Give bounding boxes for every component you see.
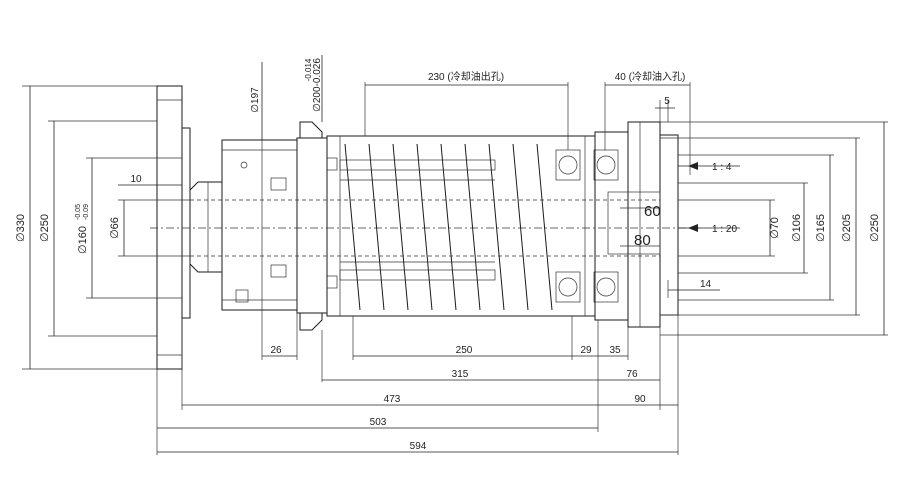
dim-26: 26 [270, 345, 282, 356]
dim-d250-left: ∅250 [39, 214, 51, 242]
dim-60: 60 [644, 203, 661, 220]
dim-230: 230 (冷却油出孔) [428, 70, 504, 83]
dim-473: 473 [384, 394, 401, 405]
dim-14: 14 [700, 279, 712, 290]
dim-35: 35 [609, 345, 621, 356]
rear-housing [594, 121, 679, 328]
dim-90: 90 [634, 394, 646, 405]
dim-d160: ∅160 [77, 226, 89, 254]
dim-80: 80 [634, 232, 651, 249]
taper-1-4: 1 : 4 [712, 162, 732, 173]
dim-d70: ∅70 [769, 217, 781, 239]
dim-5: 5 [664, 96, 670, 107]
cooling-jacket [326, 135, 596, 317]
dim-503: 503 [370, 417, 387, 428]
dim-76: 76 [626, 369, 638, 380]
dim-594: 594 [410, 441, 427, 452]
mounting-flange [296, 121, 338, 331]
helical-grooves [344, 143, 553, 311]
dim-40: 40 (冷却油入孔) [615, 70, 686, 83]
dim-d200: ∅200-0.026 [312, 58, 323, 112]
bearings [555, 149, 619, 303]
top-dims: ∅197 ∅200-0.026 -0.014 230 (冷却油出孔) 40 (冷… [250, 55, 691, 175]
left-diameter-dims: ∅330 ∅250 ∅160 -0.05 -0.09 ∅66 10 [15, 85, 190, 370]
dim-d197: ∅197 [250, 87, 261, 113]
dim-29: 29 [580, 345, 592, 356]
dim-10: 10 [130, 174, 142, 185]
dim-315: 315 [452, 369, 469, 380]
dim-d205: ∅205 [841, 214, 853, 242]
dim-d66: ∅66 [109, 217, 121, 239]
left-flange [156, 85, 191, 370]
dim-d200-tol: -0.014 [304, 58, 313, 81]
dim-d160-tol-lower: -0.09 [83, 204, 90, 220]
dim-d250-right: ∅250 [869, 214, 881, 242]
right-dims: 1 : 4 60 80 1 : 20 ∅70 ∅106 ∅165 ∅205 ∅2… [634, 121, 888, 336]
dim-d160-tol-upper: -0.05 [75, 204, 82, 220]
dim-d165: ∅165 [815, 214, 827, 242]
front-housing [221, 139, 298, 311]
dim-250-bottom: 250 [456, 345, 473, 356]
spindle-nose [189, 181, 223, 273]
taper-1-20: 1 : 20 [712, 224, 737, 235]
dim-d330: ∅330 [15, 214, 27, 242]
dim-d106: ∅106 [791, 214, 803, 242]
bottom-dims: 26 250 29 35 315 76 473 90 503 594 [156, 310, 679, 455]
